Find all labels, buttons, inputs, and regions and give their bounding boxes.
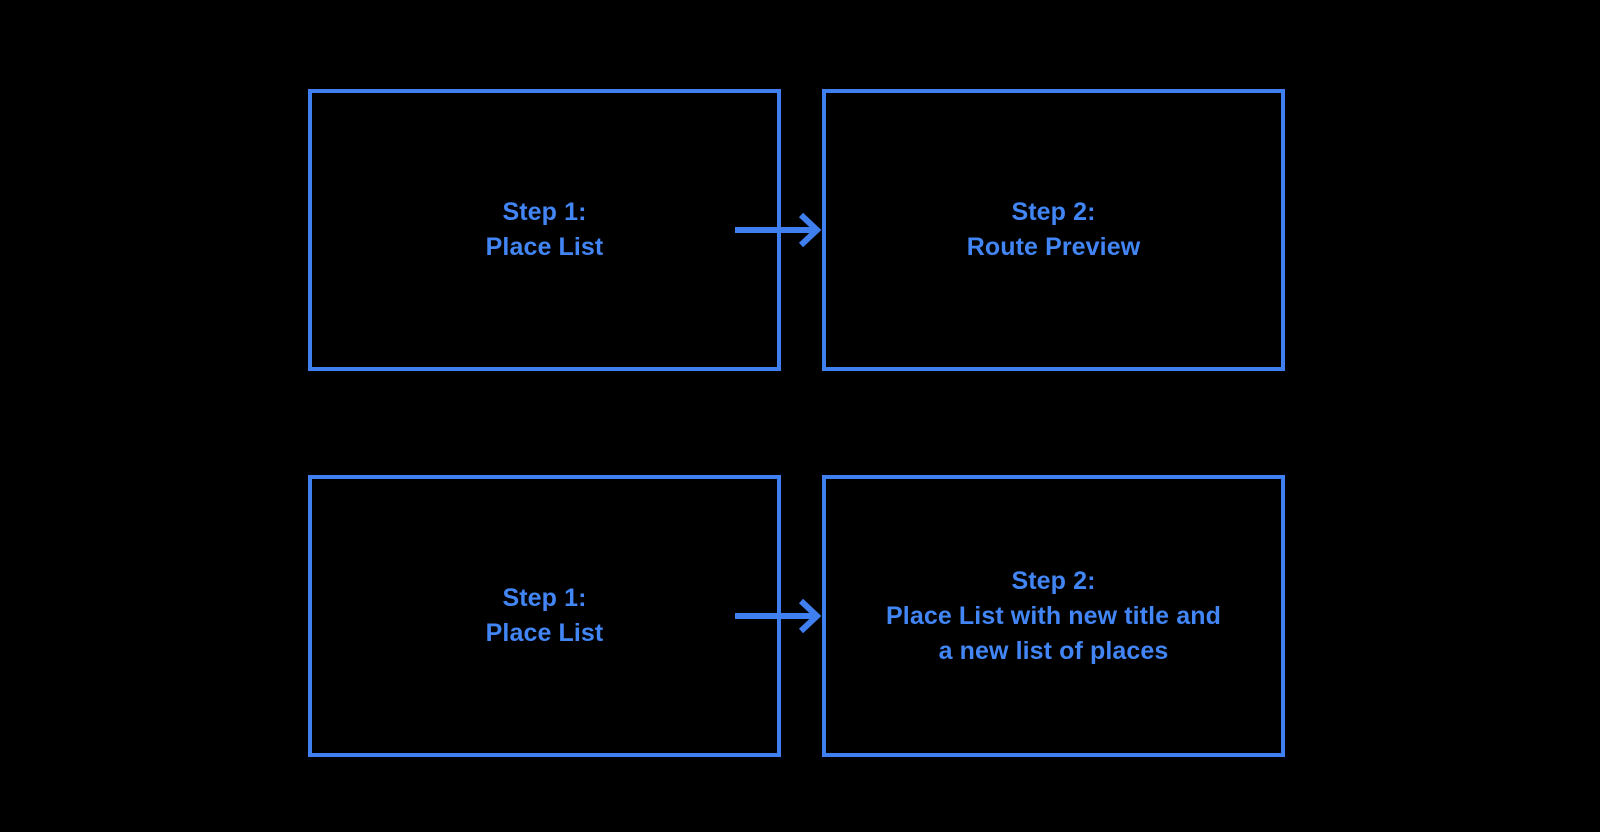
flow-row-route-preview: Step 1: Place List Step 2: Route Preview (0, 89, 1600, 371)
step-box-label: Step 1: Place List (485, 198, 604, 261)
arrow-right-icon (735, 598, 822, 634)
step-box-step-1-place-list-2[interactable]: Step 1: Place List (308, 475, 781, 757)
step-box-step-2-route-preview[interactable]: Step 2: Route Preview (822, 89, 1285, 371)
step-box-label: Step 1: Place List (485, 584, 604, 647)
step-box-label: Step 2: Route Preview (966, 198, 1141, 261)
step-box-label: Step 2: Place List with new title and a … (886, 566, 1221, 665)
step-box-step-2-new-place-list[interactable]: Step 2: Place List with new title and a … (822, 475, 1285, 757)
flow-row-new-place-list: Step 1: Place List Step 2: Place List wi… (0, 475, 1600, 757)
step-box-step-1-place-list[interactable]: Step 1: Place List (308, 89, 781, 371)
arrow-right-icon (735, 212, 822, 248)
